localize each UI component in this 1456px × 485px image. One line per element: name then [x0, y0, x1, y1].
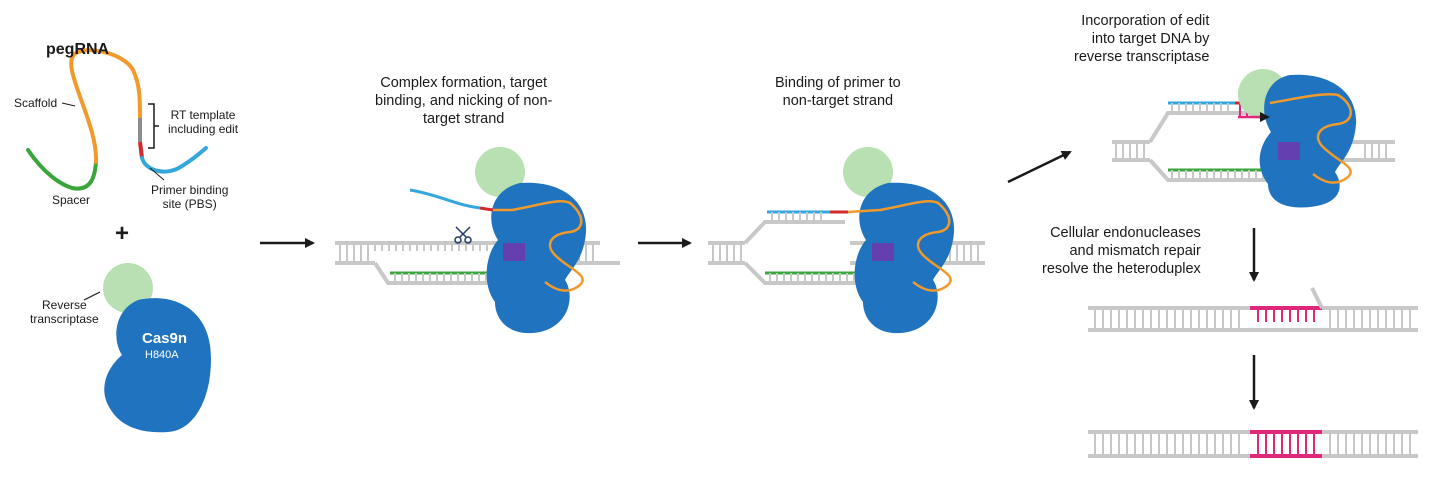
scaffold-leader [61, 102, 76, 107]
edit-segment [138, 141, 144, 159]
scaffold-segment [69, 48, 142, 164]
pegrna-title: pegRNA [46, 41, 110, 58]
spacer-label: Spacer [52, 193, 91, 207]
rt-template-bracket [148, 103, 159, 149]
arrow-3 [1007, 150, 1072, 184]
pbs-label: Primer binding site (PBS) [151, 183, 229, 211]
panel4-complex [1112, 69, 1395, 208]
cas9n-shape [104, 298, 211, 433]
pbs-segment [140, 146, 208, 174]
panel2-caption: Complex formation, target binding, and n… [375, 75, 553, 127]
panel2-complex [335, 147, 620, 334]
rt-template-label: RT template including edit [168, 108, 239, 136]
cas9n-variant-label: H840A [145, 349, 179, 361]
edited-dna [1088, 430, 1418, 458]
rt-leader [83, 291, 101, 301]
cas9n-label: Cas9n [142, 330, 188, 347]
panel3-caption: Binding of primer to non-target strand [775, 75, 901, 109]
panel4-caption: Incorporation of edit into target DNA by… [1074, 13, 1210, 65]
plus-sign: + [115, 220, 130, 247]
panel3-complex [708, 147, 985, 334]
pegrna-molecule [26, 48, 208, 191]
rt-enzyme-label: Reverse transcriptase [30, 298, 99, 326]
pbs-leader [149, 167, 165, 181]
scissors-icon [454, 226, 472, 244]
spacer-segment [26, 148, 98, 191]
heteroduplex-dna [1088, 287, 1418, 332]
scaffold-label: Scaffold [14, 96, 58, 110]
panel5-caption: Cellular endonucleases and mismatch repa… [1042, 225, 1201, 277]
